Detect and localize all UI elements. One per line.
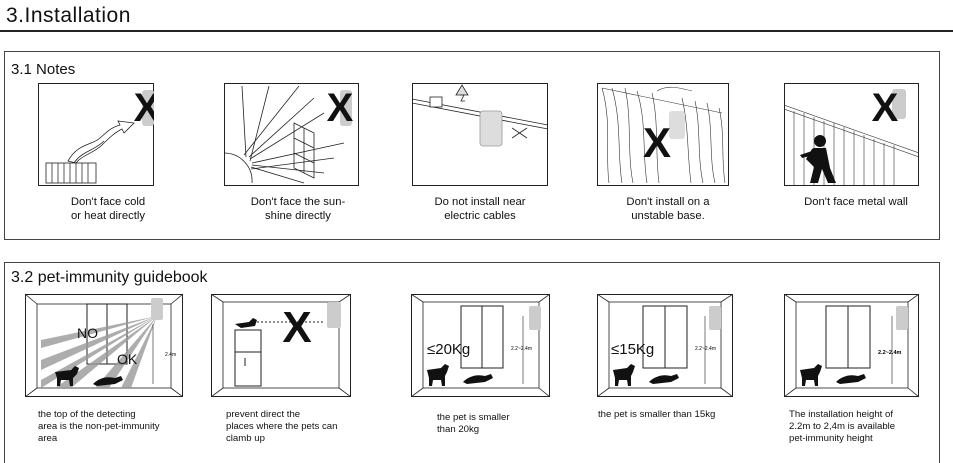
height-label: 2.2~2.4m bbox=[878, 350, 902, 356]
height-label: 2.4m bbox=[165, 352, 176, 358]
x-mark: X bbox=[327, 86, 354, 130]
pet-caption-2: prevent direct the places where the pets… bbox=[226, 409, 338, 444]
weight-label: ≤20Kg bbox=[427, 341, 470, 358]
note-caption-5: Don't face metal wall bbox=[804, 196, 908, 208]
title-rule bbox=[0, 30, 953, 32]
illus-pet-20kg: 2.2~2.4m ≤20Kg bbox=[411, 294, 550, 397]
x-mark: X bbox=[282, 303, 311, 352]
illus-pet-climb: X bbox=[211, 294, 351, 397]
notes-title: 3.1 Notes bbox=[11, 61, 76, 78]
illus-metal-wall: X bbox=[784, 83, 919, 186]
note-caption-3: Do not install near electric cables bbox=[434, 196, 526, 222]
section-title: 3.Installation bbox=[6, 4, 131, 27]
illus-unstable: X bbox=[597, 83, 729, 186]
pet-caption-1: the top of the detecting area is the non… bbox=[38, 409, 160, 444]
illus-pet-height: 2.2~2.4m bbox=[784, 294, 919, 397]
illus-pet-15kg: 2.2~2.4m ≤15Kg bbox=[597, 294, 733, 397]
pet-caption-5: The installation height of 2.2m to 2,4m … bbox=[789, 409, 896, 444]
note-caption-2: Don't face the sun- shine directly bbox=[250, 196, 346, 222]
pet-caption-4: the pet is smaller than 15kg bbox=[598, 409, 716, 420]
illus-sun: X bbox=[224, 83, 359, 186]
notes-panel: 3.1 Notes X Don't face cold or heat dire… bbox=[4, 51, 940, 240]
x-mark: X bbox=[134, 86, 154, 130]
illus-pet-zones: 2.4m NO OK bbox=[25, 294, 183, 397]
illus-cables bbox=[412, 83, 548, 186]
height-label: 2.2~2.4m bbox=[695, 346, 716, 352]
note-caption-1: Don't face cold or heat directly bbox=[70, 196, 146, 222]
height-label: 2.2~2.4m bbox=[511, 346, 532, 352]
pet-title: 3.2 pet-immunity guidebook bbox=[11, 269, 208, 286]
x-mark: X bbox=[872, 86, 899, 130]
weight-label: ≤15Kg bbox=[611, 341, 654, 358]
pet-panel: 3.2 pet-immunity guidebook 2.4m NO OK th… bbox=[4, 262, 940, 463]
note-caption-4: Don't install on a unstable base. bbox=[626, 196, 710, 222]
illus-heater: X bbox=[38, 83, 154, 186]
x-mark: X bbox=[643, 119, 671, 166]
no-label: NO bbox=[77, 325, 98, 341]
ok-label: OK bbox=[117, 351, 138, 367]
pet-caption-3: the pet is smaller than 20kg bbox=[437, 412, 510, 435]
